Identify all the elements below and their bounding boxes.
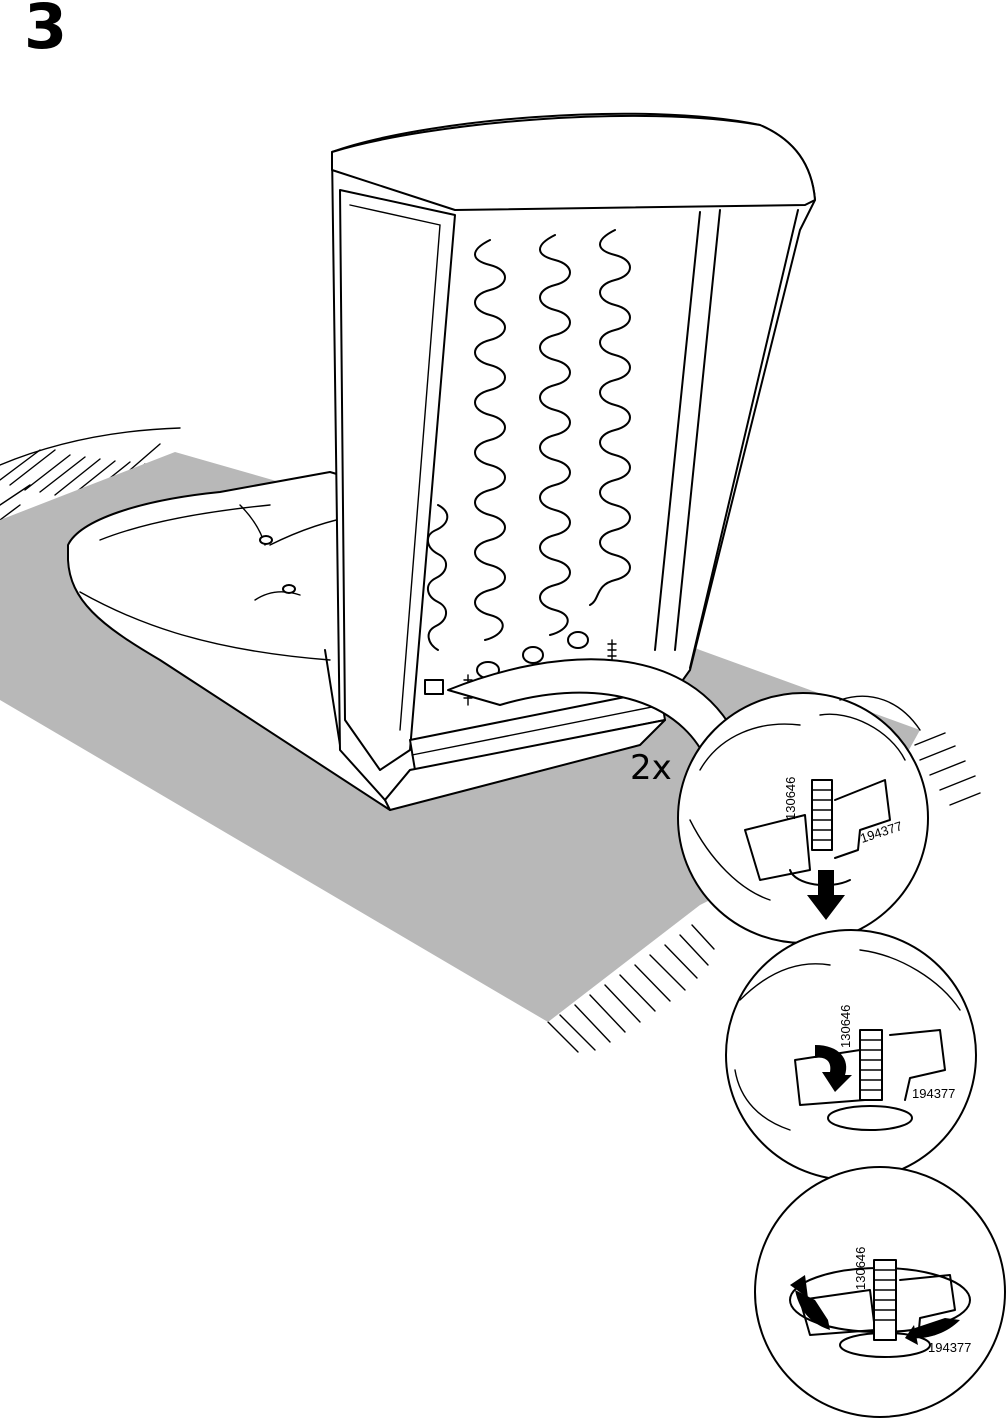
step-number: 3: [24, 0, 67, 58]
detail-circle-3: 130646 194377: [755, 1167, 1005, 1417]
tuft-button: [260, 536, 272, 544]
tuft-button: [283, 585, 295, 593]
part-number-bolt: 130646: [853, 1247, 868, 1290]
detail-circle-1: 130646 194377: [678, 693, 928, 943]
part-number-connector: 194377: [928, 1340, 971, 1355]
part-number-bolt: 130646: [838, 1005, 853, 1048]
detail-circle-2: 130646 194377: [726, 930, 976, 1180]
part-number-bolt: 130646: [783, 777, 798, 820]
quantity-label: 2x: [630, 748, 672, 788]
part-number-connector: 194377: [912, 1086, 955, 1101]
